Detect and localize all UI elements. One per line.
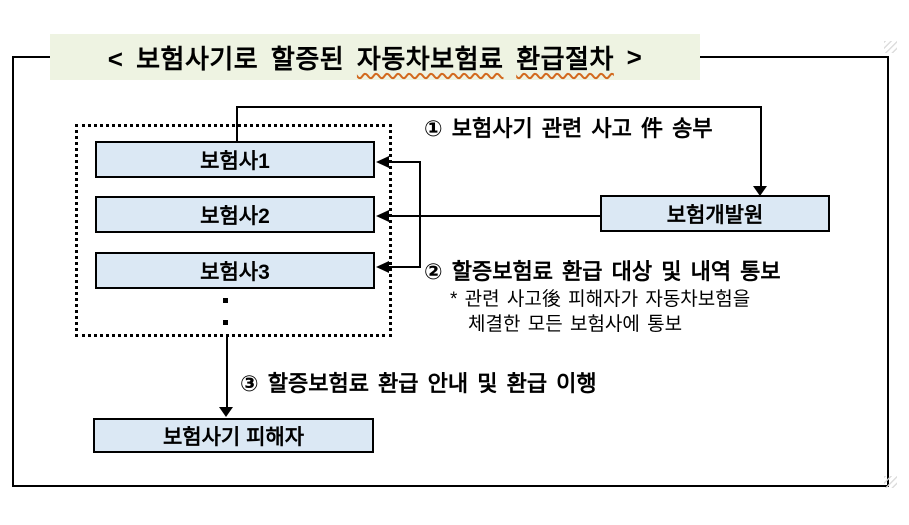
arrowhead-into-victim — [219, 407, 233, 417]
diagram-title: < 보험사기로 할증된 자동차보험료 환급절차 > — [50, 34, 700, 80]
arrowhead-into-insurer3 — [376, 261, 389, 273]
step1-label: ① 보험사기 관련 사고 件 송부 — [424, 116, 713, 141]
step2-label: ② 할증보험료 환급 대상 및 내역 통보 — [424, 259, 781, 284]
node-label: 보험사2 — [200, 204, 270, 228]
step3-label: ③ 할증보험료 환급 안내 및 환급 이행 — [240, 371, 597, 396]
step2-note-line1: * 관련 사고後 피해자가 자동차보험을 — [450, 289, 751, 310]
ellipsis-dot — [223, 320, 228, 325]
connector-institute-to-insurers — [389, 215, 600, 217]
step2-note-line2: 체결한 모든 보험사에 통보 — [468, 314, 683, 335]
connector-branch-insurer3 — [389, 266, 421, 268]
node-label: 보험사3 — [200, 260, 270, 284]
connector-top-horizontal — [236, 106, 762, 108]
title-text-spellchecked: 환급절차 — [516, 43, 614, 74]
connector-down-to-institute — [760, 106, 762, 188]
title-text: < 보험사기로 할증된 — [107, 43, 357, 74]
node-insurer-1: 보험사1 — [95, 141, 375, 178]
title-text-spellchecked: 자동차보험료 — [356, 43, 504, 74]
node-fraud-victim: 보험사기 피해자 — [93, 418, 374, 453]
connector-distribution-vertical — [419, 162, 421, 268]
arrowhead-into-institute — [753, 186, 767, 196]
node-label: 보험사1 — [200, 149, 270, 173]
node-insurer-3: 보험사3 — [95, 252, 375, 289]
resize-handle-mark — [884, 41, 897, 53]
insurers-group-box — [75, 124, 392, 337]
ellipsis-dot — [223, 298, 228, 303]
arrowhead-into-insurer1 — [376, 156, 389, 168]
resize-handle-mark — [884, 476, 897, 488]
connector-insurer1-to-top — [236, 106, 238, 142]
more-insurers-ellipsis-icon — [223, 296, 229, 328]
arrowhead-into-insurer2 — [376, 210, 389, 222]
node-label: 보험사기 피해자 — [162, 425, 305, 449]
node-insurer-2: 보험사2 — [95, 196, 375, 233]
title-space — [503, 42, 516, 73]
node-label: 보험개발원 — [666, 203, 764, 227]
step2-note: * 관련 사고後 피해자가 자동차보험을 체결한 모든 보험사에 통보 — [450, 287, 750, 337]
title-text: > — [613, 41, 643, 72]
connector-down-to-victim — [226, 337, 228, 408]
connector-branch-insurer1 — [389, 161, 421, 163]
node-insurance-development-institute: 보험개발원 — [600, 195, 830, 232]
